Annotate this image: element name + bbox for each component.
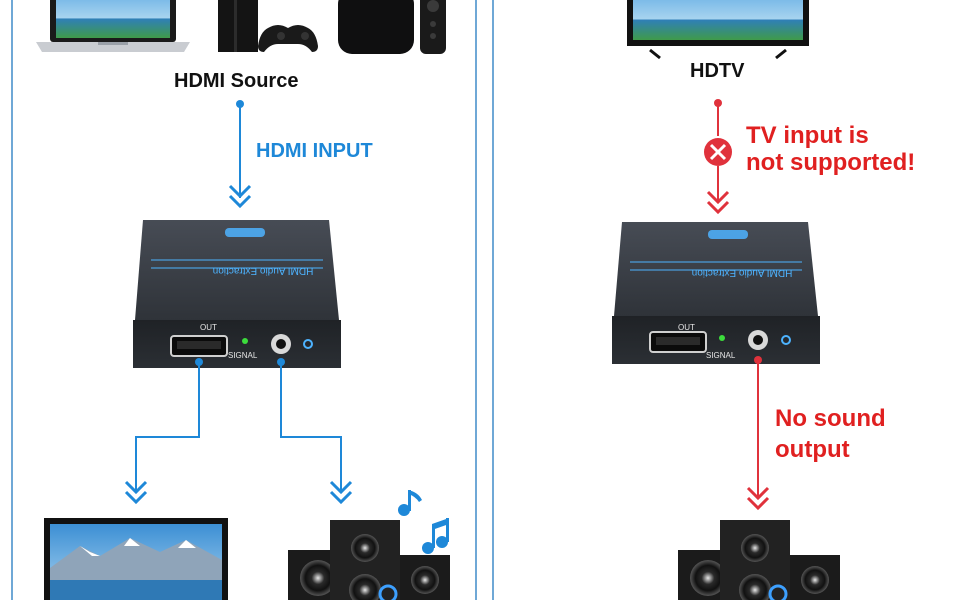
left-panel-frame <box>11 0 477 600</box>
music-note-icon <box>398 490 422 516</box>
monitor-icon <box>44 518 228 600</box>
error-label-line2: not supported! <box>746 149 916 176</box>
hdtv-label: HDTV <box>690 60 745 82</box>
error-label-line1: TV input is <box>746 122 869 149</box>
port-out-label: OUT <box>678 323 695 332</box>
speaker-icon <box>288 520 450 600</box>
hdmi-input-label: HDMI INPUT <box>256 140 373 162</box>
port-out-label: OUT <box>200 323 217 332</box>
tv-box-icon <box>338 0 446 54</box>
signal-label: SIGNAL <box>706 351 736 360</box>
error-x-icon <box>704 138 732 166</box>
hdmi-source-label: HDMI Source <box>174 70 299 92</box>
music-notes-icon <box>422 518 449 554</box>
output-connectors-left <box>124 358 353 505</box>
audio-extractor-device-right <box>612 222 820 364</box>
hdtv-icon <box>627 0 809 60</box>
hdmi-input-connector <box>228 100 252 209</box>
device-title: HDMI Audio Extraction <box>692 267 793 278</box>
tv-input-connector <box>706 99 730 215</box>
output-connector-right <box>746 356 770 511</box>
no-sound-label-line1: No sound <box>775 405 886 432</box>
no-sound-label-line2: output <box>775 436 850 463</box>
game-console-icon <box>218 0 318 52</box>
speaker-icon <box>678 520 840 600</box>
device-title: HDMI Audio Extraction <box>213 265 314 276</box>
signal-label: SIGNAL <box>228 351 258 360</box>
right-panel-frame <box>492 0 970 600</box>
audio-extractor-device-left <box>133 220 341 368</box>
laptop-icon <box>36 0 190 52</box>
